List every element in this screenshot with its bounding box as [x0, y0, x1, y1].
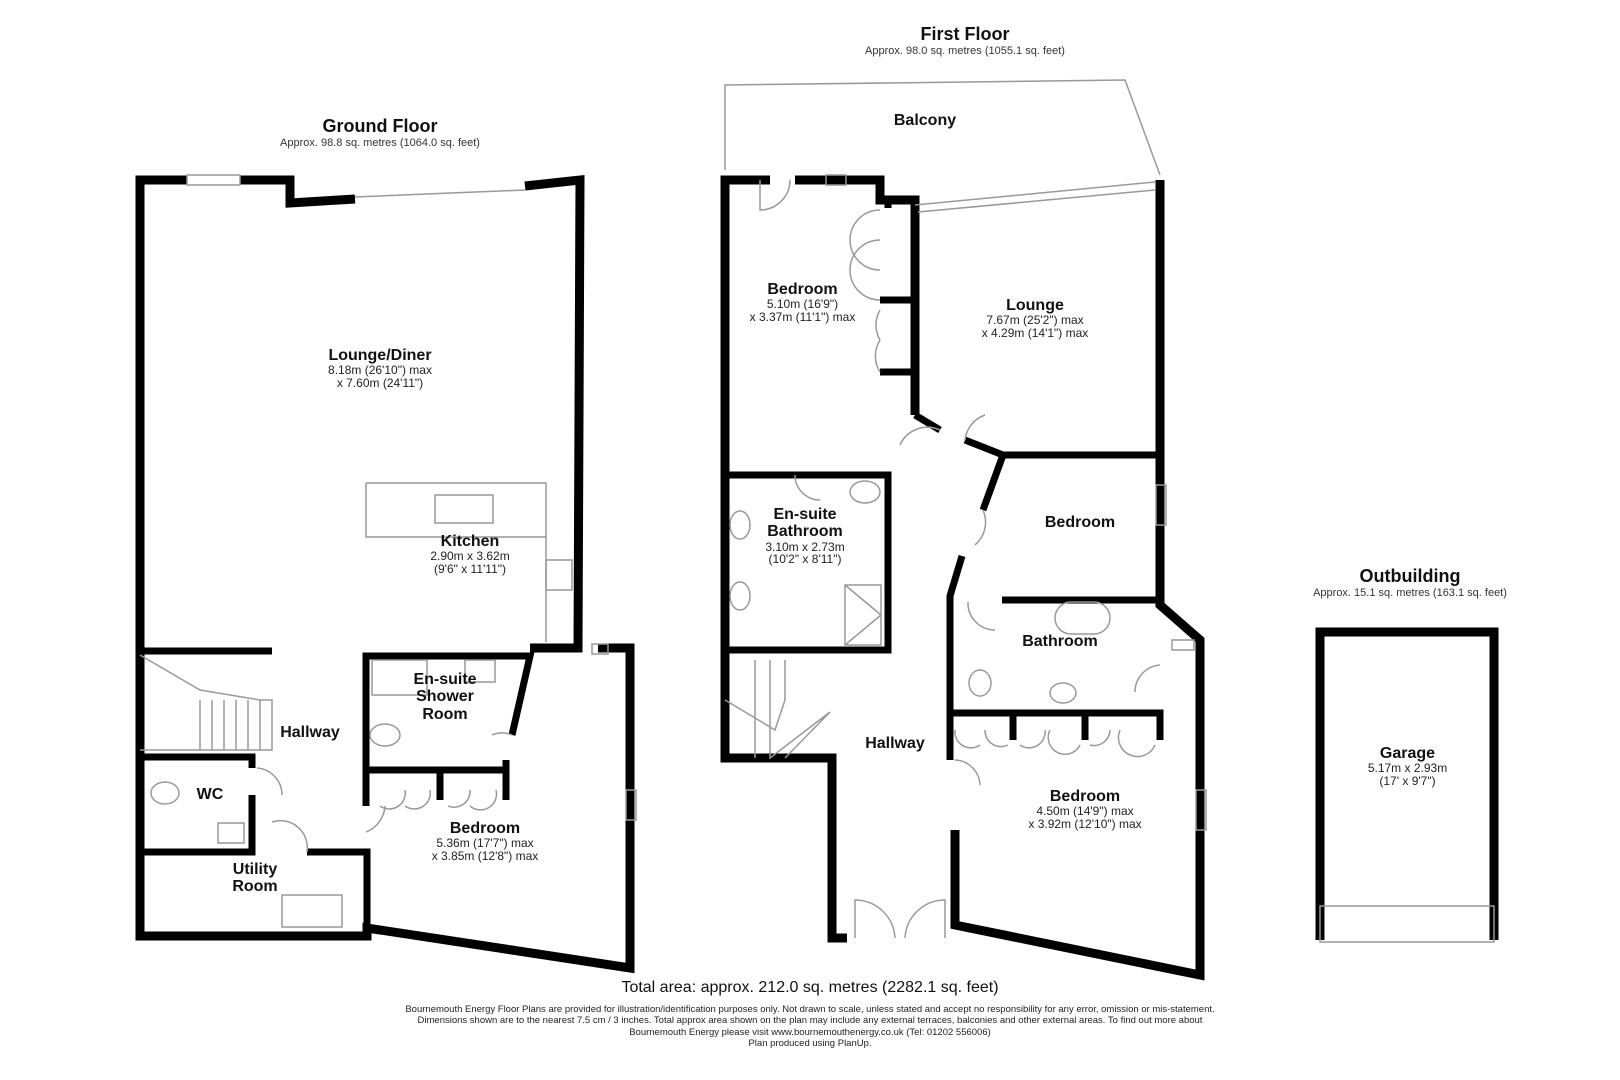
ground-floor-header: Ground Floor Approx. 98.8 sq. metres (10…	[230, 116, 530, 149]
room-hallway-first: Hallway	[865, 735, 925, 752]
room-bedroom-first-1: Bedroom 5.10m (16'9") x 3.37m (11'1") ma…	[749, 281, 856, 325]
outbuilding-area: Approx. 15.1 sq. metres (163.1 sq. feet)	[1313, 587, 1507, 599]
total-area: Total area: approx. 212.0 sq. metres (22…	[621, 979, 999, 996]
room-balcony: Balcony	[893, 112, 957, 129]
first-floor-title: First Floor	[920, 24, 1010, 44]
room-lounge-first: Lounge 7.67m (25'2") max x 4.29m (14'1")…	[981, 297, 1089, 341]
ground-floor-fixtures	[139, 174, 637, 928]
outbuilding-walls	[1315, 627, 1499, 940]
disclaimer-line-1: Bournemouth Energy Floor Plans are provi…	[405, 1004, 1215, 1015]
room-hallway-ground: Hallway	[280, 724, 340, 741]
room-wc: WC	[196, 786, 224, 803]
first-floor-area: Approx. 98.0 sq. metres (1055.1 sq. feet…	[865, 45, 1065, 57]
outbuilding-title: Outbuilding	[1359, 566, 1461, 586]
first-floor-walls	[720, 175, 1205, 981]
outbuilding-header: Outbuilding Approx. 15.1 sq. metres (163…	[1280, 566, 1540, 599]
room-lounge-diner: Lounge/Diner 8.18m (26'10") max x 7.60m …	[328, 347, 432, 391]
first-floor-header: First Floor Approx. 98.0 sq. metres (105…	[815, 24, 1115, 57]
disclaimer-line-2: Dimensions shown are to the nearest 7.5 …	[417, 1015, 1203, 1027]
room-ensuite-bathroom: En-suite Bathroom 3.10m x 2.73m (10'2" x…	[765, 506, 845, 567]
disclaimer-line-3: Bournemouth Energy please visit www.bour…	[629, 1026, 991, 1038]
room-ensuite-shower: En-suite Shower Room	[413, 671, 477, 723]
ground-floor-area: Approx. 98.8 sq. metres (1064.0 sq. feet…	[280, 137, 480, 149]
first-floor-fixtures	[724, 79, 1207, 939]
garage-door	[1319, 905, 1495, 943]
room-garage: Garage 5.17m x 2.93m (17' x 9'7")	[1367, 745, 1448, 789]
disclaimer: Bournemouth Energy Floor Plans are provi…	[310, 1004, 1310, 1050]
room-bedroom-ground: Bedroom 5.36m (17'7") max x 3.85m (12'8"…	[431, 820, 539, 864]
room-bedroom-first-2: Bedroom	[1044, 514, 1116, 531]
ground-floor-title: Ground Floor	[322, 116, 438, 136]
room-utility: Utility Room	[232, 861, 278, 896]
ground-floor-walls	[135, 174, 635, 974]
disclaimer-line-4: Plan produced using PlanUp.	[748, 1038, 872, 1050]
room-kitchen: Kitchen 2.90m x 3.62m (9'6" x 11'11")	[430, 533, 510, 577]
room-bathroom-first: Bathroom	[1022, 633, 1098, 650]
room-bedroom-first-3: Bedroom 4.50m (14'9") max x 3.92m (12'10…	[1028, 788, 1142, 832]
